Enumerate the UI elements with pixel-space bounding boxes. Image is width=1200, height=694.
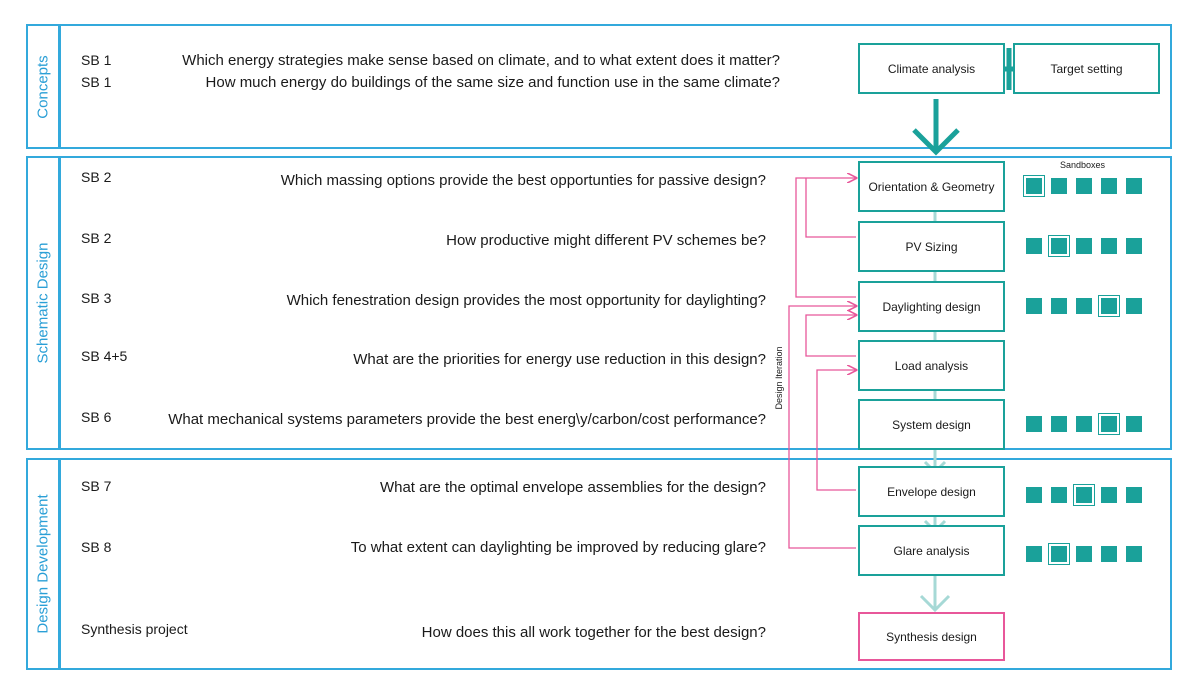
sandbox-square [1051,238,1067,254]
sandbox-square [1076,487,1092,503]
question: Which massing options provide the best o… [280,172,766,189]
question: To what extent can daylighting be improv… [350,539,766,556]
sb-label: SB 8 [81,539,112,555]
sandbox-square [1051,546,1067,562]
sandbox-highlight [1048,543,1070,565]
climate-analysis-box: Climate analysis [858,43,1005,94]
sandbox-square [1026,178,1042,194]
sb-label: Synthesis project [81,621,188,637]
question: What are the optimal envelope assemblies… [379,479,766,496]
sb-label: SB 3 [81,290,112,306]
sb-label: SB 6 [81,409,112,425]
phase-schematic: Schematic Design [26,156,1172,450]
question: How much energy do buildings of the same… [205,74,780,91]
sandbox-square [1026,238,1042,254]
question: What mechanical systems parameters provi… [168,411,766,428]
pv-sizing-box: PV Sizing [858,221,1005,272]
sandbox-highlight [1048,235,1070,257]
load-analysis-box: Load analysis [858,340,1005,391]
phase-concepts: Concepts [26,24,1172,149]
sb-label: SB 1 [81,74,112,90]
sandbox-square [1126,487,1142,503]
sandbox-square [1101,178,1117,194]
sandbox-square [1126,416,1142,432]
sandbox-square [1076,178,1092,194]
sandbox-square [1051,487,1067,503]
sandbox-square [1076,238,1092,254]
phase-label-cell: Concepts [28,26,61,147]
sb-label: SB 4+5 [81,348,128,364]
sandbox-square [1051,416,1067,432]
sandbox-square [1126,546,1142,562]
sandbox-square [1126,298,1142,314]
sandbox-square [1076,416,1092,432]
sandbox-highlight [1098,295,1120,317]
sandbox-square [1101,238,1117,254]
glare-analysis-box: Glare analysis [858,525,1005,576]
sandbox-square [1051,178,1067,194]
sandbox-highlight [1073,484,1095,506]
orientation-geometry-box: Orientation & Geometry [858,161,1005,212]
sandbox-square [1051,298,1067,314]
synthesis-design-box: Synthesis design [858,612,1005,661]
sandbox-square [1076,546,1092,562]
question: How does this all work together for the … [421,624,766,641]
sandbox-square [1126,238,1142,254]
sandbox-square [1076,298,1092,314]
sandbox-square [1026,546,1042,562]
design-iteration-label: Design Iteration [774,346,784,410]
sb-label: SB 7 [81,478,112,494]
envelope-design-box: Envelope design [858,466,1005,517]
sandbox-square [1101,487,1117,503]
sandboxes-label: Sandboxes [1060,160,1106,170]
sandbox-square [1101,298,1117,314]
question: What are the priorities for energy use r… [353,351,766,368]
target-setting-box: Target setting [1013,43,1160,94]
sb-label: SB 1 [81,52,112,68]
sandbox-square [1026,298,1042,314]
system-design-box: System design [858,399,1005,450]
phase-label-cell: Schematic Design [28,158,61,448]
sandbox-highlight [1023,175,1045,197]
sandbox-highlight [1098,413,1120,435]
sb-label: SB 2 [81,230,112,246]
phase-development: Design Development [26,458,1172,670]
sandbox-square [1026,487,1042,503]
daylighting-design-box: Daylighting design [858,281,1005,332]
phase-label-cell: Design Development [28,460,61,668]
sandbox-square [1101,416,1117,432]
question: Which fenestration design provides the m… [286,292,766,309]
question: Which energy strategies make sense based… [182,52,780,69]
concept-arrow [912,99,960,156]
sandbox-square [1026,416,1042,432]
iteration-loops [788,178,856,549]
sb-label: SB 2 [81,169,112,185]
sandbox-square [1101,546,1117,562]
question: How productive might different PV scheme… [446,232,766,249]
sandbox-square [1126,178,1142,194]
